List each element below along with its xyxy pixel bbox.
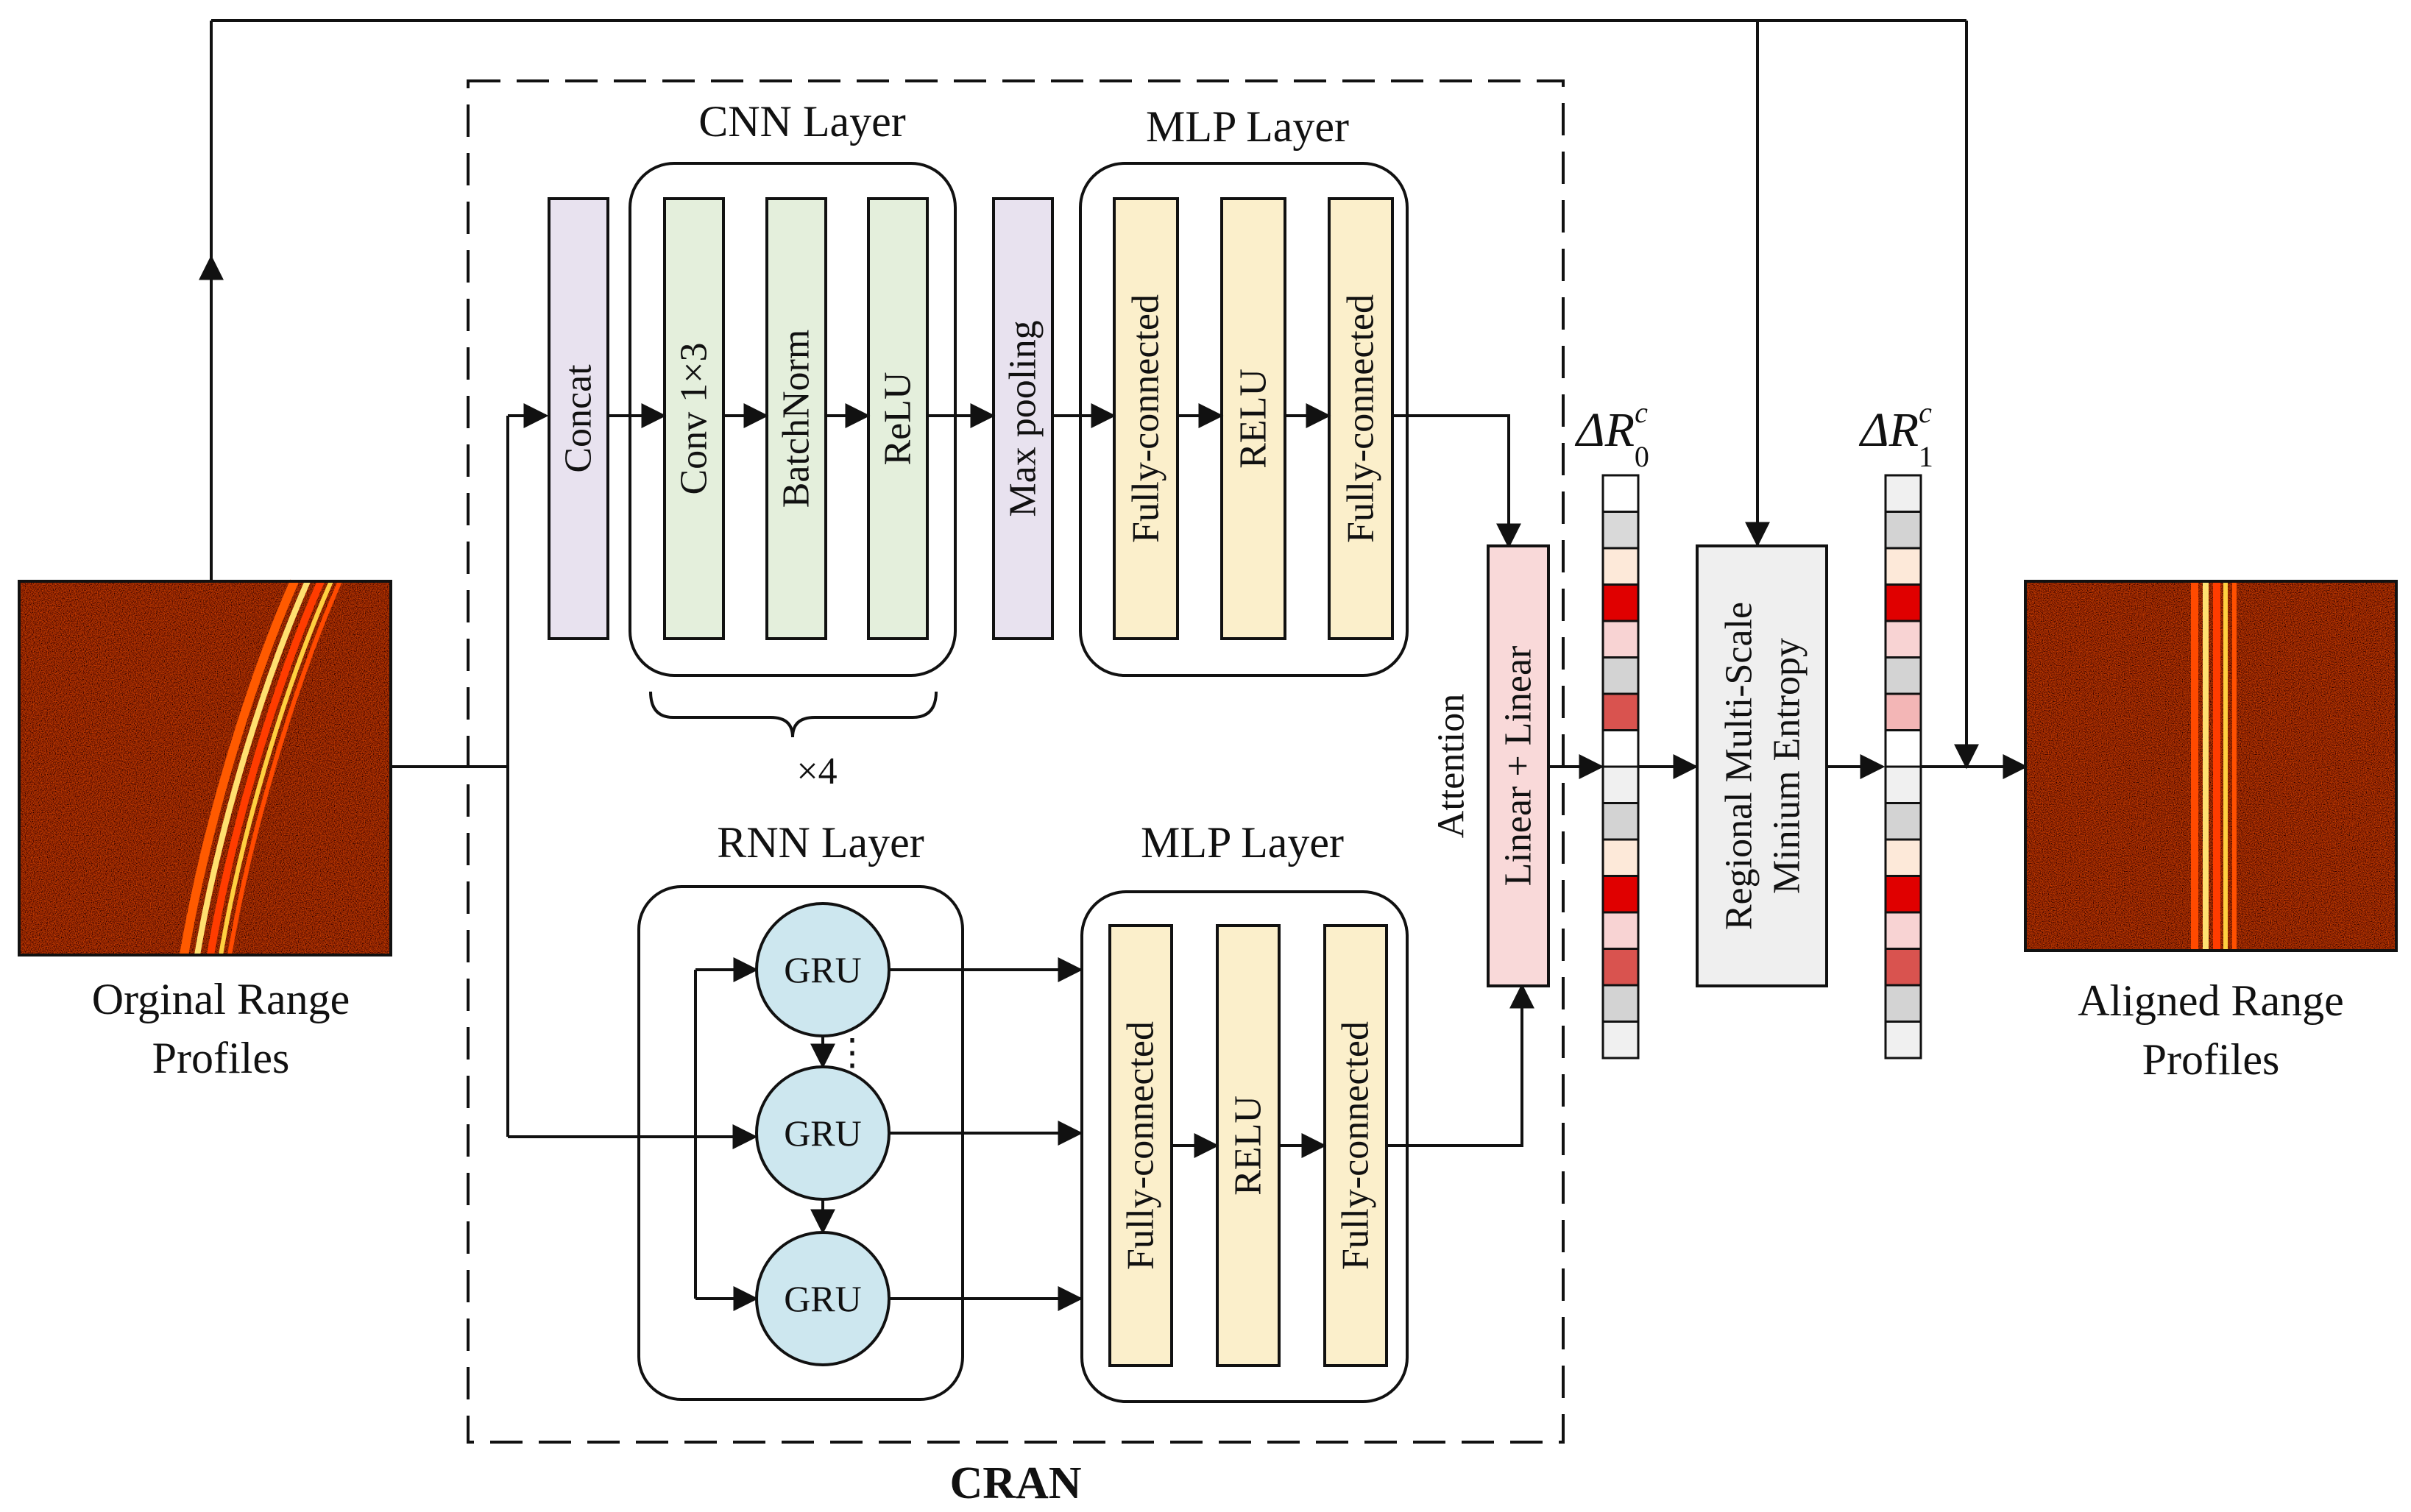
vector-cell [1884,875,1922,914]
output-caption-line2: Profiles [2142,1035,2280,1084]
input-range-profiles-image [18,579,392,956]
vector-cell [1601,875,1640,914]
vector-cell [1601,911,1640,950]
relu-bot-label: RELU [1228,1096,1270,1196]
rnn-layer-title: RNN Layer [717,818,924,867]
vector-cell [1601,948,1640,987]
vector-cell [1884,984,1922,1023]
rnn-to-attention-arrow [1387,983,1534,1147]
vector-cell [1884,656,1922,695]
conv-label: Conv 1×3 [673,342,715,494]
batchnorm-block [765,197,827,640]
vector-cell [1884,1021,1922,1060]
delta-r0-vector [1601,474,1640,1060]
input-caption-line2: Profiles [152,1034,290,1082]
conv-block [663,197,725,640]
delta-r1-vector [1884,474,1922,1060]
fc-top-1-label: Fully-connected [1125,294,1167,543]
entropy-label-line1: Regional Multi-Scale [1718,602,1760,930]
vector-cell [1601,984,1640,1023]
vector-cell [1601,729,1640,768]
vector-cell [1884,948,1922,987]
vector-cell [1884,583,1922,622]
relu-cnn-label: ReLU [877,372,919,465]
attention-label: Attention [1431,694,1473,838]
fc-bot-2-label: Fully-connected [1335,1021,1377,1270]
vector-cell [1884,729,1922,768]
fc-top-1-block [1113,197,1179,640]
vector-cell [1884,547,1922,586]
maxpool-label: Max pooling [1002,320,1044,517]
output-range-profiles-image [2024,580,2398,952]
fc-bot-1-block [1108,924,1173,1367]
mlp-top-group-frame [1079,162,1409,677]
vector-cell [1601,583,1640,622]
mlp-bottom-title: MLP Layer [1141,818,1344,867]
vector-cell [1884,765,1922,804]
vector-cell [1601,656,1640,695]
gru-label-1: GRU [784,949,862,990]
vector-cell [1601,802,1640,841]
mlp-top-title: MLP Layer [1146,102,1349,151]
output-caption-line1: Aligned Range [2078,976,2344,1025]
vector-cell [1601,511,1640,550]
gru-label-2: GRU [784,1112,862,1154]
vector-cell [1601,547,1640,586]
vector-cell [1601,1021,1640,1060]
vector-cell [1884,911,1922,950]
entropy-block [1696,544,1828,987]
vector-cell [1601,620,1640,659]
cran-boundary [467,79,1565,1444]
maxpool-block [992,197,1054,640]
fc-top-2-label: Fully-connected [1340,294,1382,543]
vector-cell [1601,474,1640,513]
fc-bot-1-label: Fully-connected [1120,1021,1162,1270]
entropy-label-line2: Minium Entropy [1766,638,1808,894]
cnn-group-frame [629,162,957,677]
batchnorm-label: BatchNorm [776,330,818,508]
cnn-to-attention-arrow [1392,414,1521,549]
vector-cell [1884,692,1922,731]
concat-label: Concat [558,364,600,473]
vector-cell [1884,838,1922,877]
gru-label-3: GRU [784,1278,862,1319]
cran-label: CRAN [949,1458,1081,1508]
attention-block [1487,544,1550,987]
vector-cell [1884,802,1922,841]
vector-cell [1884,620,1922,659]
attention-linear-label: Linear + Linear [1498,646,1540,887]
cnn-layer-title: CNN Layer [698,97,906,146]
vector-cell [1601,765,1640,804]
vector-cell [1884,474,1922,513]
repeat-brace [649,691,938,738]
relu-top-label: RELU [1233,369,1275,469]
concat-block [548,197,609,640]
vector-cell [1601,838,1640,877]
repeat-label: ×4 [796,750,837,792]
fc-top-2-block [1328,197,1394,640]
input-caption-line1: Orginal Range [92,975,350,1023]
rnn-group-frame [637,885,964,1401]
gru-ellipsis: ⋮ [834,1032,871,1073]
vector-cell [1601,692,1640,731]
vector-cell [1884,511,1922,550]
